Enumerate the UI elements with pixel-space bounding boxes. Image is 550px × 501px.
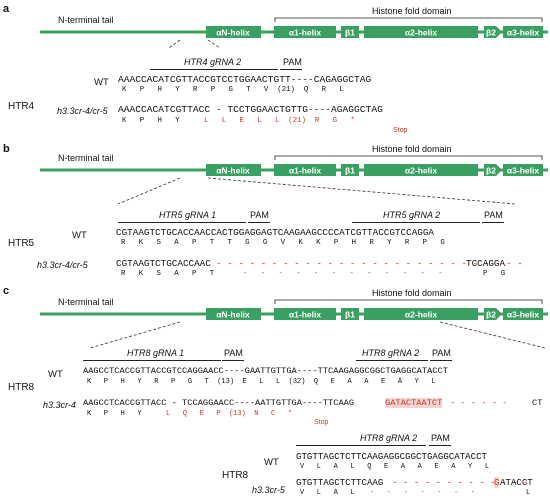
panel-b-mut-aa-black: R K S A P T — [121, 270, 215, 278]
panel-b-grna1-label: HTR5 gRNA 1 — [159, 210, 217, 220]
svg-text:α2-helix: α2-helix — [405, 310, 437, 320]
panel-b-domain-map: αN-helix α1-helix β1 α2-helix β2 α3-heli… — [40, 155, 548, 205]
svg-text:β2: β2 — [486, 28, 496, 38]
an-helix-box — [206, 26, 261, 38]
panel-a-mut-seq: AAACCACATCGTTACC - TCCTGGAACTGTTG----AGA… — [118, 104, 383, 115]
panel-a-label: a — [3, 3, 10, 15]
panel-b-mut-label: h3.3cr-4/cr-5 — [37, 260, 88, 270]
panel-c-pam2-label: PAM — [432, 348, 451, 358]
svg-text:α3-helix: α3-helix — [507, 28, 539, 38]
panel-c-sub-wt-aa: V L A L Q E A A E A Y L — [300, 463, 490, 471]
svg-text:β2: β2 — [486, 166, 496, 176]
svg-text:αN-helix: αN-helix — [216, 310, 250, 320]
panel-b-gene-label: HTR5 — [8, 238, 35, 249]
svg-text:αN-helix: αN-helix — [216, 166, 250, 176]
panel-b-mut-seq-black: CGTAAGTCTGCACCAAC — [116, 258, 211, 269]
panel-c-sub-pam-label: PAM — [431, 433, 450, 443]
panel-b-mut-seq-end: TCCAGGA — [466, 258, 506, 269]
panel-c-domain-map: αN-helix α1-helix β1 α2-helix β2 α3-heli… — [40, 299, 548, 349]
panel-a-mut-aa-black: K P H Y — [122, 117, 180, 125]
panel-b-grna2-label: HTR5 gRNA 2 — [383, 210, 441, 220]
panel-a-stop-label: Stop — [393, 127, 408, 134]
svg-text:β1: β1 — [345, 166, 355, 176]
panel-a-pam-label: PAM — [283, 57, 302, 67]
panel-b-mut-aa-end: P G — [483, 270, 506, 278]
b1-box — [341, 26, 359, 38]
b2-arrow — [484, 26, 502, 38]
panel-a-domain-map: αN-helix α1-helix β1 α2-helix β2 α3-heli… — [40, 17, 548, 48]
panel-a-mut-aa-red: L L E L L (21) R G * — [204, 117, 355, 125]
svg-text:α2-helix: α2-helix — [405, 166, 437, 176]
panel-c-mut-aa-black: K P H Y — [87, 410, 142, 418]
panel-c-sub-mut-seq-end: ATACCT — [500, 477, 533, 488]
panel-c-sub-mut-label: h3.3cr-5 — [252, 485, 285, 495]
panel-c-sub-mut-aa-red: - - - - - - - — [370, 489, 476, 497]
panel-b-mut-aa-red: - - - - - - - - - - - - — [243, 270, 443, 278]
panel-c-sub-grna-label: HTR8 gRNA 2 — [360, 433, 418, 443]
svg-text:α1-helix: α1-helix — [289, 28, 321, 38]
panel-a-gene-label: HTR4 — [8, 101, 35, 112]
svg-text:α1-helix: α1-helix — [289, 310, 321, 320]
panel-c-grna2-label: HTR8 gRNA 2 — [362, 348, 420, 358]
panel-c-mut-aa-red: L Q E P (13) N C * — [166, 410, 293, 418]
a2-helix-box — [364, 26, 478, 38]
panel-a-fold-label: Histone fold domain — [372, 6, 452, 16]
panel-b-wt-seq: CGTAAGTCTGCACCAACCACTGGAGGAGTCAAGAAGCCCC… — [116, 227, 435, 238]
panel-c-tail-label: N-terminal tail — [58, 297, 114, 307]
svg-text:β2: β2 — [486, 310, 496, 320]
svg-text:β1: β1 — [345, 28, 355, 38]
panel-c-mut-seq-red: GATACTAATCT — [385, 398, 443, 408]
panel-c-sub-mut-seq-dash: - - - - - - - - - - - - - — [392, 477, 529, 488]
panel-a-wt-aa: K P H Y R P G T V (21) Q R L — [122, 86, 344, 94]
panel-a-grna-label: HTR4 gRNA 2 — [184, 57, 242, 67]
panel-c-wt-label: WT — [48, 369, 63, 380]
panel-c-mut-label: h3.3cr-4 — [43, 400, 76, 410]
panel-b-pam1-label: PAM — [250, 210, 269, 220]
svg-text:α1-helix: α1-helix — [289, 166, 321, 176]
svg-text:α3-helix: α3-helix — [507, 310, 539, 320]
a3-helix-box — [503, 26, 543, 38]
panel-c-mut-seq-dash: - - - - - - — [450, 398, 508, 408]
panel-c-sub-wt-seq: GTGTTAGCTCTTCAAGAGGCGGCTGAGGCATACCT — [296, 451, 487, 462]
svg-text:β1: β1 — [345, 310, 355, 320]
svg-text:α2-helix: α2-helix — [405, 28, 437, 38]
panel-c-sub-wt-label: WT — [264, 457, 279, 468]
panel-b-tail-label: N-terminal tail — [58, 153, 114, 163]
panel-b-wt-label: WT — [72, 230, 87, 241]
panel-a-wt-label: WT — [94, 77, 109, 88]
panel-a-tail-label: N-terminal tail — [58, 15, 114, 25]
panel-a-wt-seq: AAACCACATCGTTACCGTCCTGGAACTGTT----CAGAGG… — [118, 74, 372, 85]
panel-c-stop-label: Stop — [314, 419, 329, 426]
a1-helix-box — [274, 26, 336, 38]
panel-c-label: c — [3, 285, 10, 297]
svg-text:α3-helix: α3-helix — [507, 166, 539, 176]
panel-b-pam2-label: PAM — [484, 210, 503, 220]
panel-c-grna1-label: HTR8 gRNA 1 — [127, 348, 185, 358]
panel-b-mut-seq-dash: - - - - - - - - - - - - - - - - - - - - … — [216, 258, 523, 269]
panel-c-fold-label: Histone fold domain — [372, 288, 452, 298]
panel-c-sub-mut-aa-end: L — [526, 489, 531, 497]
panel-b-wt-aa: R K S A P T T G G V K K P H R Y R P G — [121, 239, 445, 247]
panel-c-sub-mut-seq-red: G — [494, 477, 500, 488]
panel-c-sub-gene-label: HTR8 — [222, 470, 249, 481]
panel-a-mut-label: h3.3cr-4/cr-5 — [57, 106, 108, 116]
panel-c-wt-aa: K P H Y R P G T (13) E L L (32) Q E A A … — [87, 378, 436, 386]
panel-c-sub-mut-aa-black: V L A L — [300, 489, 355, 497]
svg-text:αN-helix: αN-helix — [216, 28, 250, 38]
panel-b-label: b — [3, 143, 10, 155]
panel-c-sub-mut-seq-black: GTGTTAGCTCTTCAAG — [296, 477, 384, 488]
panel-c-mut-seq-black: AAGCCTCACCGTTACC - TCCAGGAACC----AATTGTT… — [83, 398, 355, 408]
panel-c-gene-label: HTR8 — [8, 382, 35, 393]
panel-c-pam1-label: PAM — [224, 348, 243, 358]
panel-c-mut-seq-end: CT — [532, 398, 543, 408]
panel-b-fold-label: Histone fold domain — [372, 144, 452, 154]
panel-c-wt-seq: AAGCCTCACCGTTACCGTCCAGGAACC----GAATTGTTG… — [83, 366, 448, 376]
